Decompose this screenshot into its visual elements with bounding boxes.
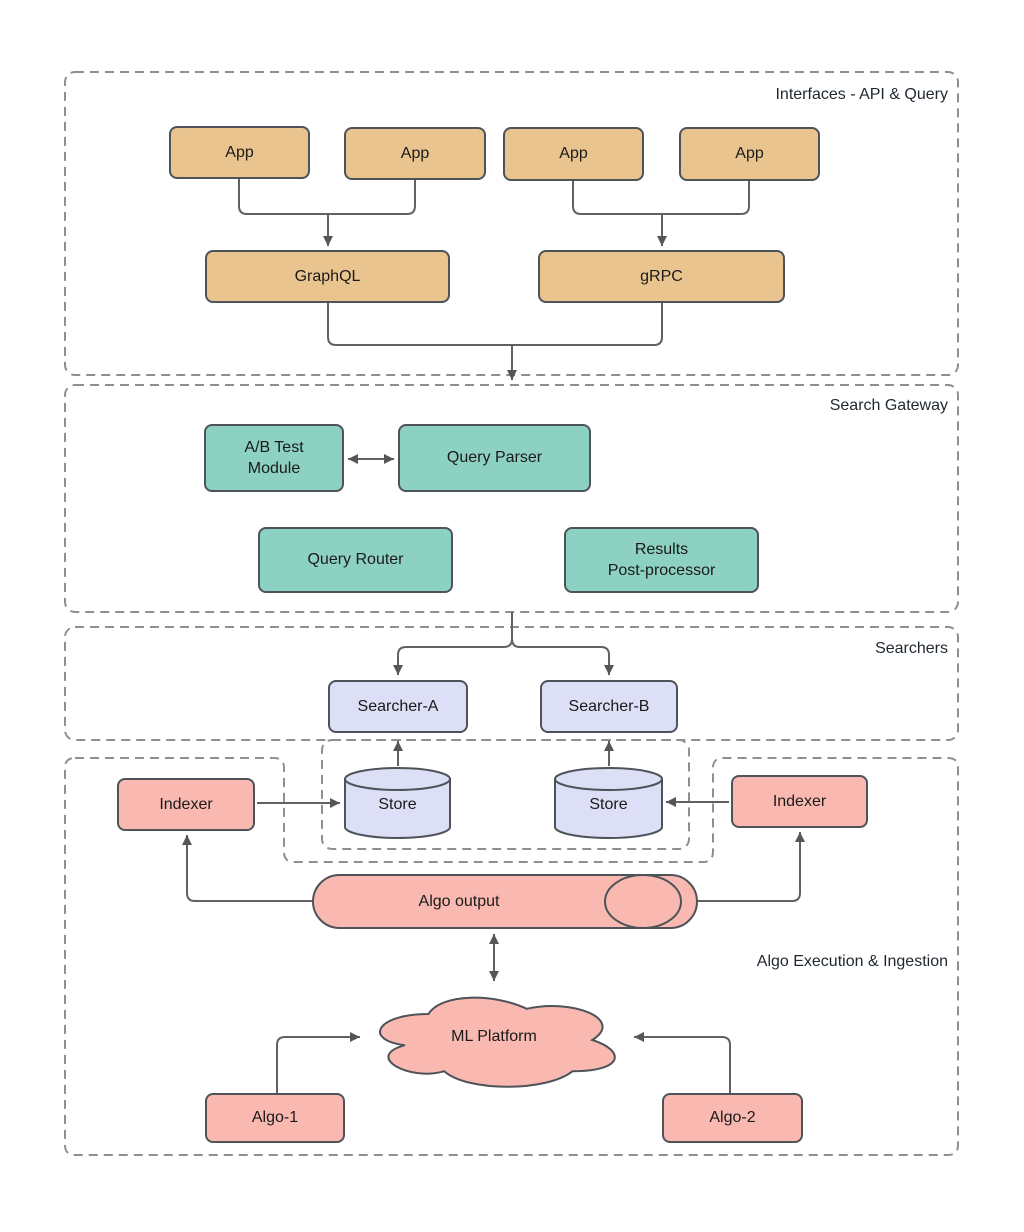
node-app-4: App (679, 127, 820, 181)
edge-gateway-searcher-b (512, 612, 614, 675)
edge-algo-output-indexer-left (182, 835, 313, 901)
edge-gateway-searcher-a (393, 612, 512, 675)
node-searcher-b: Searcher-B (540, 680, 678, 733)
ml-platform-cloud (380, 998, 615, 1087)
connectors (182, 179, 805, 1093)
node-query-parser: Query Parser (398, 424, 591, 492)
edge-graphql-gateway (328, 303, 512, 345)
node-query-router: Query Router (258, 527, 453, 593)
container-algo-execution (65, 758, 958, 1155)
node-results-post-processor: Results Post-processor (564, 527, 759, 593)
edge-app1-merge (239, 179, 328, 214)
algo-output-pipe (313, 875, 697, 928)
edge-algo-output-indexer-right (697, 832, 805, 901)
edge-algo2-ml-platform (634, 1032, 730, 1093)
section-label-searchers: Searchers (875, 640, 948, 657)
node-app-1: App (169, 126, 310, 179)
node-ab-test-module: A/B Test Module (204, 424, 344, 492)
node-app-2: App (344, 127, 486, 180)
node-algo-2: Algo-2 (662, 1093, 803, 1143)
edge-algo1-ml-platform (277, 1032, 360, 1093)
container-stores (322, 740, 689, 849)
node-app-3: App (503, 127, 644, 181)
node-algo-1: Algo-1 (205, 1093, 345, 1143)
edge-app2-merge (328, 180, 415, 214)
edge-app4-merge (662, 181, 749, 214)
section-label-algo-execution: Algo Execution & Ingestion (756, 953, 948, 970)
section-label-interfaces: Interfaces - API & Query (775, 86, 948, 103)
edge-grpc-gateway (512, 303, 662, 345)
store-a-cylinder (345, 768, 450, 838)
container-search-gateway (65, 385, 958, 612)
node-indexer-left: Indexer (117, 778, 255, 831)
section-label-search-gateway: Search Gateway (829, 397, 948, 414)
node-searcher-a: Searcher-A (328, 680, 468, 733)
node-indexer-right: Indexer (731, 775, 868, 828)
node-graphql: GraphQL (205, 250, 450, 303)
edge-app3-merge (573, 181, 662, 214)
store-b-cylinder (555, 768, 662, 838)
container-interfaces (65, 72, 958, 375)
node-grpc: gRPC (538, 250, 785, 303)
